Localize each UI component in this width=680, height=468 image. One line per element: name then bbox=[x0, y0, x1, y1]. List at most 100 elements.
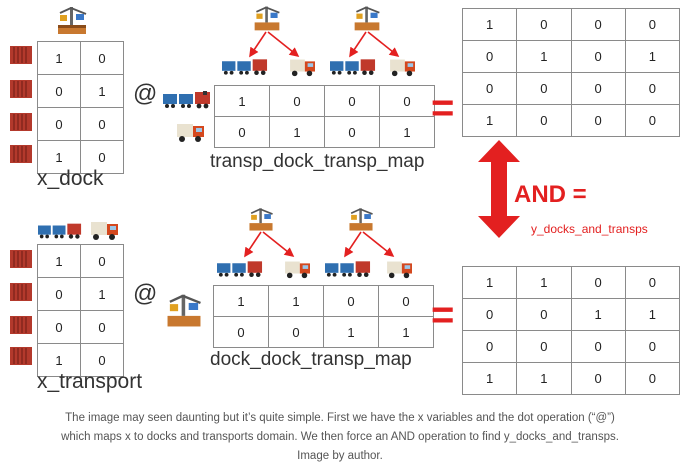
matrix-cell: 0 bbox=[570, 330, 626, 363]
red-arrow-icon bbox=[249, 31, 400, 58]
container-icon bbox=[10, 250, 32, 268]
crane-dock-icon bbox=[167, 294, 201, 327]
container-icon bbox=[10, 80, 32, 98]
matrix-cell: 0 bbox=[516, 104, 572, 137]
matrix-cell: 1 bbox=[461, 104, 518, 137]
train-icon bbox=[163, 91, 210, 109]
matrix-cell: 0 bbox=[570, 8, 626, 41]
x-dock-label: x_dock bbox=[37, 167, 104, 190]
train-icon bbox=[330, 59, 376, 76]
matrix-cell: 0 bbox=[80, 41, 124, 75]
matrix-cell: 0 bbox=[37, 277, 81, 311]
matrix-cell: 0 bbox=[516, 330, 572, 363]
container-icon bbox=[10, 283, 32, 301]
matrix-cell: 1 bbox=[624, 40, 680, 73]
matrix-cell: 1 bbox=[37, 343, 81, 377]
double-arrow-icon bbox=[478, 140, 520, 238]
container-icon bbox=[10, 46, 32, 64]
matrix-cell: 0 bbox=[324, 116, 380, 148]
matrix-cell: 0 bbox=[570, 40, 626, 73]
matrix-cell: 0 bbox=[80, 343, 124, 377]
matrix-cell: 1 bbox=[516, 40, 572, 73]
container-icon bbox=[10, 316, 32, 334]
matrix-cell: 1 bbox=[37, 140, 81, 174]
container-icon bbox=[10, 145, 32, 163]
truck-icon bbox=[290, 59, 315, 77]
matrix-cell: 0 bbox=[378, 285, 434, 317]
matrix-cell: 0 bbox=[624, 362, 680, 395]
matrix-cell: 0 bbox=[624, 104, 680, 137]
matrix-cell: 0 bbox=[516, 8, 572, 41]
crane-dock-icon bbox=[249, 208, 273, 231]
matrix-cell: 1 bbox=[80, 74, 124, 108]
matrix-cell: 1 bbox=[323, 316, 379, 348]
matrix-cell: 0 bbox=[80, 107, 124, 141]
matrix-cell: 0 bbox=[37, 74, 81, 108]
truck-icon bbox=[387, 261, 412, 279]
train-icon bbox=[222, 59, 268, 76]
matrix-cell: 0 bbox=[80, 140, 124, 174]
matrix-cell: 0 bbox=[461, 298, 518, 331]
matrix-cell: 0 bbox=[570, 266, 626, 299]
crane-dock-icon bbox=[58, 7, 87, 34]
truck-icon bbox=[91, 222, 118, 240]
caption-line-1: The image may seen daunting but it’s qui… bbox=[65, 412, 615, 424]
at-operator: @ bbox=[133, 280, 158, 307]
truck-icon bbox=[285, 261, 310, 279]
matrix-cell: 0 bbox=[269, 85, 325, 117]
matrix-cell: 0 bbox=[268, 316, 324, 348]
matrix-cell: 1 bbox=[37, 244, 81, 278]
matrix-cell: 0 bbox=[461, 40, 518, 73]
matrix-cell: 1 bbox=[379, 116, 435, 148]
matrix-cell: 0 bbox=[624, 266, 680, 299]
matrix-cell: 1 bbox=[624, 298, 680, 331]
matrix-cell: 0 bbox=[516, 298, 572, 331]
container-icon bbox=[10, 113, 32, 131]
dock-dock-transp-map-label: dock_dock_transp_map bbox=[210, 349, 412, 370]
matrix-cell: 0 bbox=[37, 107, 81, 141]
x-transport-label: x_transport bbox=[37, 370, 143, 393]
matrix-cell: 1 bbox=[268, 285, 324, 317]
crane-dock-icon bbox=[349, 208, 373, 231]
matrix-cell: 0 bbox=[323, 285, 379, 317]
matrix-cell: 0 bbox=[37, 310, 81, 344]
matrix-cell: 1 bbox=[269, 116, 325, 148]
truck-icon bbox=[177, 124, 204, 142]
matrix-cell: 0 bbox=[570, 72, 626, 105]
matrix-cell: 1 bbox=[516, 362, 572, 395]
equals-sign: = bbox=[431, 86, 455, 130]
y-docks-and-transps-label: y_docks_and_transps bbox=[531, 222, 648, 236]
matrix-cell: 1 bbox=[570, 298, 626, 331]
crane-dock-icon bbox=[354, 6, 380, 31]
transp-dock-transp-map-label: transp_dock_transp_map bbox=[210, 151, 425, 172]
matrix-cell: 0 bbox=[624, 330, 680, 363]
container-icon bbox=[10, 347, 32, 365]
truck-icon bbox=[390, 59, 415, 77]
matrix-cell: 1 bbox=[214, 85, 270, 117]
matrix-cell: 0 bbox=[624, 72, 680, 105]
at-operator: @ bbox=[133, 80, 158, 107]
train-icon bbox=[325, 261, 371, 278]
crane-dock-icon bbox=[254, 6, 280, 31]
caption-line-3: Image by author. bbox=[297, 450, 383, 462]
matrix-cell: 0 bbox=[461, 330, 518, 363]
matrix-cell: 1 bbox=[461, 8, 518, 41]
matrix-cell: 0 bbox=[570, 104, 626, 137]
